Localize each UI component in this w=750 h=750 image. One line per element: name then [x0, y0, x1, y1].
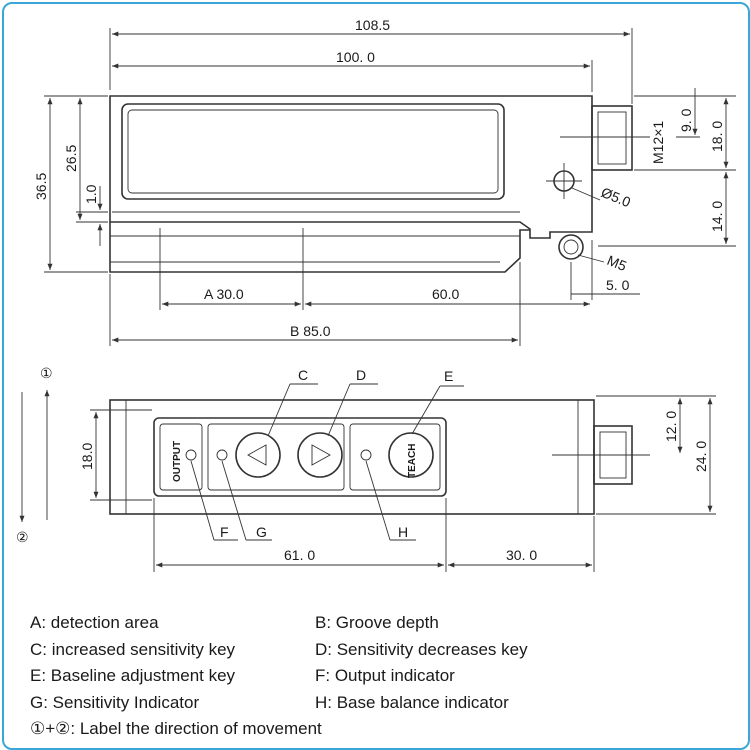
- output-key-text: OUTPUT: [172, 441, 183, 482]
- callout-c-leader: [267, 383, 291, 437]
- left-triangle-icon: [247, 444, 267, 466]
- callout-h-leader: [365, 460, 391, 541]
- legend-e: E: Baseline adjustment key: [30, 666, 236, 686]
- output-pad: [159, 423, 203, 491]
- dim-front-24-text: 24. 0: [693, 441, 709, 472]
- sensitivity-pad: [207, 423, 345, 491]
- legend-h: H: Base balance indicator: [315, 692, 509, 712]
- top-body-outline: [109, 95, 593, 239]
- callout-f-leader: [190, 460, 215, 541]
- legend-row: C: increased sensitivity key D: Sensitiv…: [30, 637, 720, 664]
- control-panel: [153, 417, 447, 497]
- dim-b85-text: B 85.0: [290, 323, 331, 339]
- legend-row: ①+②: Label the direction of movement: [30, 716, 720, 743]
- m12-label: M12×1: [650, 121, 666, 164]
- hole-leader: [571, 187, 601, 201]
- callout-e-leader: [411, 385, 441, 435]
- legend-f: F: Output indicator: [315, 666, 455, 686]
- callout-f: F: [220, 524, 229, 540]
- callout-e: E: [444, 368, 453, 384]
- sensitivity-indicator: [216, 449, 228, 461]
- legend-direction: ①+②: Label the direction of movement: [30, 719, 322, 739]
- legend-row: G: Sensitivity Indicator H: Base balance…: [30, 690, 720, 717]
- dim-front-12-text: 12. 0: [663, 411, 679, 442]
- m12-connector-inner: [597, 111, 627, 165]
- dim-front-61-text: 61. 0: [284, 547, 315, 563]
- dim-18-text: 18. 0: [709, 121, 725, 152]
- teach-key[interactable]: [388, 432, 434, 478]
- dim-5-text: 5. 0: [606, 277, 630, 293]
- callout-g: G: [256, 524, 267, 540]
- legend: A: detection area B: Groove depth C: inc…: [30, 610, 720, 743]
- legend-row: A: detection area B: Groove depth: [30, 610, 720, 637]
- detection-window: [121, 103, 505, 200]
- teach-pad: [349, 423, 441, 491]
- callout-d-leader: [327, 383, 351, 437]
- right-triangle-icon: [311, 444, 331, 466]
- increase-sensitivity-key[interactable]: [235, 432, 281, 478]
- output-indicator: [185, 449, 197, 461]
- m5-hole: [558, 234, 584, 260]
- m5-label: M5: [605, 252, 629, 274]
- m5-leader: [577, 254, 605, 263]
- callout-g-leader: [221, 460, 247, 541]
- top-body-lower: [109, 222, 530, 273]
- decrease-sensitivity-key[interactable]: [297, 432, 343, 478]
- dim-front-30-text: 30. 0: [506, 547, 537, 563]
- legend-row: E: Baseline adjustment key F: Output ind…: [30, 663, 720, 690]
- dim-60-text: 60.0: [432, 286, 459, 302]
- base-balance-indicator: [360, 449, 372, 461]
- legend-a: A: detection area: [30, 613, 159, 633]
- dim-a30-text: A 30.0: [204, 286, 244, 302]
- dim-108-text: 108.5: [355, 17, 390, 33]
- callout-c: C: [298, 367, 308, 383]
- dim-26-text: 26.5: [63, 145, 79, 172]
- m5-hole-inner: [563, 239, 579, 255]
- direction-1-label: ①: [40, 365, 53, 381]
- legend-c: C: increased sensitivity key: [30, 639, 236, 659]
- dim-front-18-text: 18.0: [79, 443, 95, 470]
- legend-b: B: Groove depth: [315, 613, 439, 633]
- dim-36-text: 36.5: [33, 173, 49, 200]
- dim-groove-text: 1.0: [83, 184, 99, 204]
- top-view: 108.5 100. 0 36.5 26.5 1.0 9. 0 18. 0 14…: [33, 17, 736, 346]
- dim-9-text: 9. 0: [678, 108, 694, 132]
- teach-key-text: TEACH: [407, 444, 418, 478]
- callout-h: H: [398, 524, 408, 540]
- legend-g: G: Sensitivity Indicator: [30, 692, 200, 712]
- detection-window-inner: [127, 109, 499, 194]
- m12-connector: [591, 105, 633, 171]
- dim-100-text: 100. 0: [336, 49, 375, 65]
- dim-14-text: 14. 0: [709, 201, 725, 232]
- direction-2-label: ②: [16, 529, 29, 545]
- callout-d: D: [356, 367, 366, 383]
- front-view: ① ② OUTPUT TEACH C D: [16, 365, 716, 572]
- hole-dia-text: Ø5.0: [599, 184, 633, 210]
- legend-d: D: Sensitivity decreases key: [315, 639, 528, 659]
